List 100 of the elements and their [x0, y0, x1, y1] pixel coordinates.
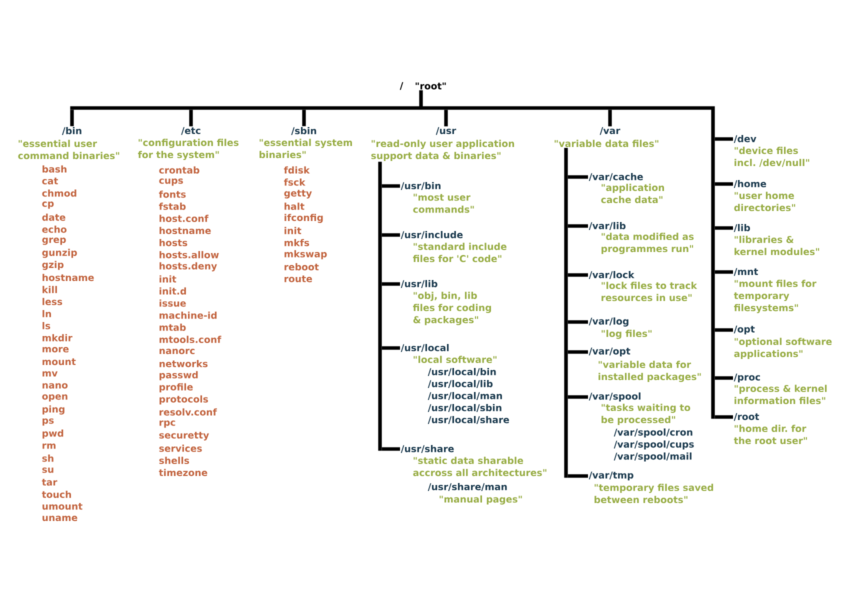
branch-line: [568, 273, 588, 277]
file-name: pwd: [42, 430, 64, 439]
file-name: hosts.allow: [160, 251, 219, 258]
file-name: gunzip: [42, 248, 77, 258]
branch-line: [568, 474, 588, 478]
file-name: touch: [42, 490, 71, 498]
file-name: protocols: [160, 395, 208, 404]
directory-name: /usr/bin: [400, 182, 440, 190]
directory-name: /sbin: [291, 127, 316, 135]
file-name: uname: [42, 516, 78, 522]
file-name: hosts.deny: [160, 262, 217, 272]
directory-name: /dev: [734, 135, 756, 143]
file-name: machine-id: [160, 312, 217, 319]
file-name: getty: [284, 190, 312, 198]
branch-line: [714, 270, 733, 274]
description: "optional software applications": [734, 338, 832, 359]
directory-name: /var: [600, 127, 620, 135]
branch-line: [568, 224, 588, 228]
file-name: fstab: [158, 202, 186, 210]
file-name: less: [42, 298, 62, 306]
description: "user home directories": [734, 192, 796, 212]
branch-line: [714, 328, 733, 332]
directory-name: /usr/share/man: [428, 483, 507, 491]
directory-name: /etc: [181, 127, 200, 135]
file-name: mkdir: [42, 334, 72, 342]
description: "standard include files for 'C' code": [413, 242, 506, 262]
file-name: mtab: [160, 324, 186, 331]
file-name: mkfs: [284, 238, 310, 246]
branch-line: [714, 415, 733, 419]
file-name: reboot: [284, 263, 319, 270]
file-name: kill: [42, 286, 57, 294]
directory-name: /bin: [62, 127, 82, 135]
branch-line: [70, 110, 74, 126]
branch-line: [714, 137, 733, 141]
branch-line: [382, 184, 400, 188]
file-name: gzip: [42, 260, 64, 270]
file-name: fsck: [284, 178, 306, 186]
branch-line: [568, 320, 588, 324]
file-name: init: [284, 226, 302, 234]
directory-name: /usr: [436, 127, 456, 135]
directory-name: /home: [734, 180, 766, 188]
description: "process & kernel information files": [734, 384, 827, 404]
description: "application cache data": [601, 184, 664, 204]
directory-name: /usr/include: [400, 231, 463, 239]
description: "variable data for installed packages": [598, 360, 701, 382]
file-name: more: [42, 347, 69, 352]
directory-name: /proc: [734, 374, 760, 382]
file-name: profile: [160, 383, 193, 392]
file-name: cat: [42, 178, 58, 184]
directory-name: /usr/local/lib: [428, 380, 493, 388]
directory-name: /usr/lib: [400, 280, 438, 288]
branch-line: [444, 110, 448, 126]
description: "device files incl. /dev/null": [734, 146, 810, 167]
description: "obj, bin, lib files for coding & packages": [413, 292, 491, 326]
directory-name: /usr/local/bin: [428, 368, 496, 376]
directory-name: /var/opt: [588, 348, 630, 356]
file-name: halt: [284, 202, 304, 210]
file-name: mv: [42, 371, 58, 376]
file-name: crontab: [159, 166, 200, 174]
description: "tasks waiting to be processed": [602, 404, 690, 425]
file-name: ifconfig: [284, 214, 323, 223]
file-name: mkswap: [284, 250, 327, 260]
file-name: chmod: [42, 189, 76, 197]
file-name: sh: [42, 454, 54, 462]
branch-line: [714, 226, 733, 230]
description: "lock files to track resources in use": [602, 282, 698, 302]
branch-line: [189, 110, 193, 126]
description: "root": [416, 82, 446, 90]
file-name: passwd: [160, 371, 198, 380]
description: "home dir. for the root user": [734, 424, 807, 444]
file-name: host.conf: [160, 214, 209, 222]
branch-line: [714, 182, 733, 186]
directory-name: /var/spool/cups: [614, 440, 694, 450]
description: "mount files for temporary filesystems": [734, 280, 816, 314]
file-name: umount: [42, 503, 82, 510]
file-name: hosts: [160, 238, 188, 246]
directory-name: /var/lock: [588, 271, 634, 279]
file-name: services: [159, 444, 202, 452]
file-name: grep: [42, 238, 66, 245]
file-name: tar: [42, 478, 58, 486]
file-name: route: [284, 276, 312, 282]
directory-name: /usr/local: [400, 344, 449, 352]
branch-line: [382, 233, 400, 237]
file-name: init: [160, 275, 176, 282]
file-name: ln: [42, 310, 51, 318]
file-name: init.d: [160, 287, 186, 295]
directory-name: /root: [734, 413, 760, 421]
branch-line: [382, 346, 400, 350]
description: "variable data files": [554, 140, 658, 148]
description: "configuration files for the system": [138, 138, 238, 160]
directory-name: /var/spool: [588, 392, 640, 402]
description: "read-only user application support data & binaries": [371, 140, 514, 161]
directory-name: /var/cache: [588, 173, 643, 181]
description: "static data sharable accross all architectures": [413, 456, 546, 476]
description: "log files": [602, 330, 652, 339]
description: "libraries & kernel modules": [734, 236, 820, 256]
branch-line: [382, 282, 400, 286]
directory-name: /var/lib: [588, 222, 626, 230]
directory-name: /var/spool/cron: [614, 428, 692, 438]
file-name: fonts: [158, 190, 186, 198]
